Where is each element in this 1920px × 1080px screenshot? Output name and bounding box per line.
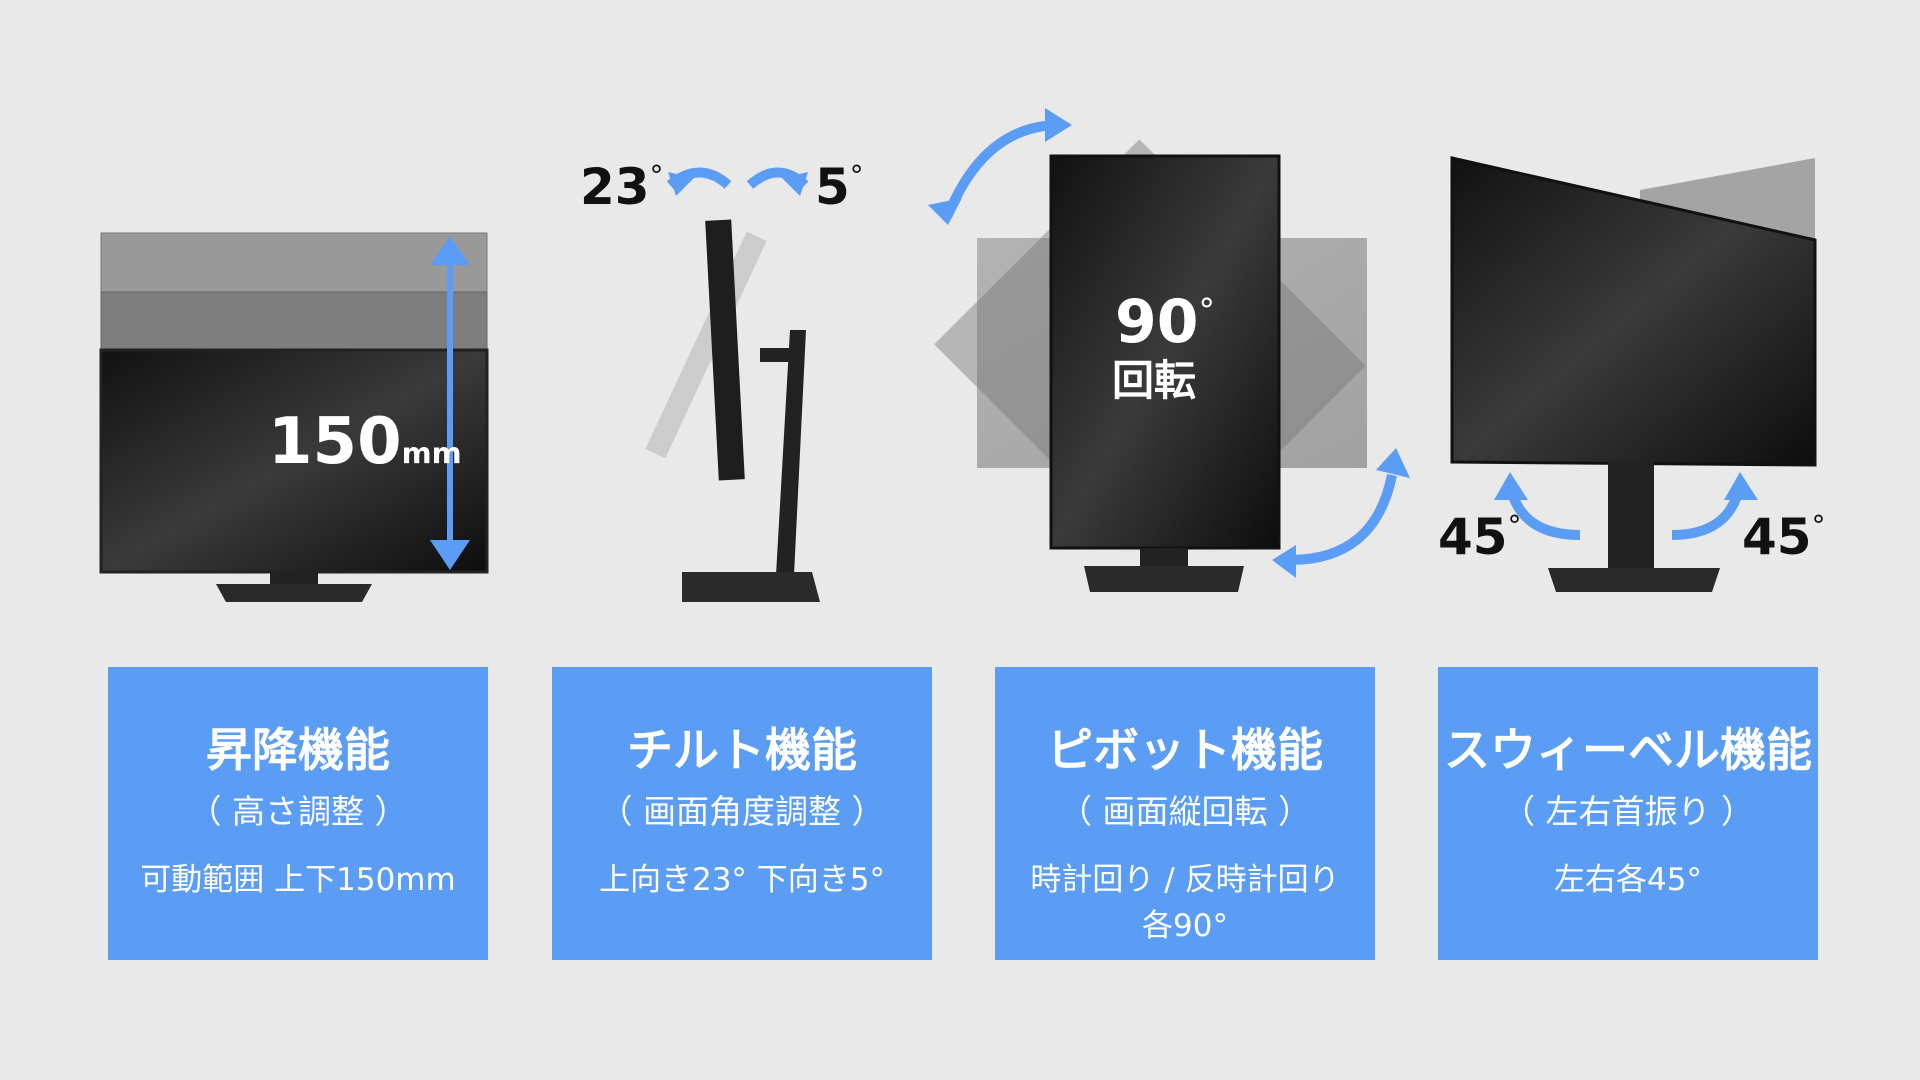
swivel-right-value: 45 bbox=[1742, 508, 1812, 566]
pivot-rotation-label: 回転 bbox=[1112, 360, 1196, 402]
swivel-left-degree: ° bbox=[1507, 510, 1522, 543]
card-swivel-subtitle: （ 左右首振り ） bbox=[1502, 792, 1754, 831]
monitor-illustrations bbox=[99, 108, 1817, 602]
pivot-angle-value: 90 bbox=[1115, 287, 1199, 357]
card-tilt: チルト機能 （ 画面角度調整 ） 上向き23° 下向き5° bbox=[552, 667, 932, 960]
swivel-left-value: 45 bbox=[1438, 508, 1508, 566]
card-swivel-detail: 左右各45° bbox=[1554, 862, 1702, 898]
height-unit: mm bbox=[401, 436, 462, 470]
card-pivot: ピボット機能 （ 画面縦回転 ） 時計回り / 反時計回り 各90° bbox=[995, 667, 1375, 960]
card-height-title: 昇降機能 bbox=[206, 723, 390, 777]
card-height-detail: 可動範囲 上下150mm bbox=[140, 862, 456, 898]
card-tilt-detail: 上向き23° 下向き5° bbox=[598, 862, 886, 898]
pivot-angle-degree: ° bbox=[1198, 290, 1216, 330]
card-tilt-subtitle: （ 画面角度調整 ） bbox=[599, 792, 885, 831]
pivot-cw-arrow-icon bbox=[1289, 474, 1397, 565]
card-pivot-detail: 時計回り / 反時計回り 各90° bbox=[1030, 862, 1340, 944]
tilt-down-value: 5 bbox=[815, 158, 850, 216]
card-height: 昇降機能 （ 高さ調整 ） 可動範囲 上下150mm bbox=[108, 667, 488, 960]
tilt-up-label: 23° bbox=[580, 162, 663, 212]
height-value: 150 bbox=[268, 405, 402, 479]
swivel-monitor-illustration bbox=[1450, 156, 1817, 592]
tilt-up-degree: ° bbox=[649, 160, 664, 193]
pivot-ccw-arrow-icon bbox=[943, 120, 1061, 217]
tilt-monitor-illustration bbox=[645, 167, 820, 602]
pivot-monitor-illustration bbox=[928, 108, 1410, 592]
height-monitor-illustration bbox=[99, 232, 489, 602]
pivot-rotation-text: 回転 bbox=[1112, 356, 1197, 405]
card-tilt-title: チルト機能 bbox=[627, 723, 857, 777]
swivel-right-degree: ° bbox=[1811, 510, 1826, 543]
card-swivel-title: スウィーベル機能 bbox=[1444, 723, 1812, 777]
pivot-angle-label: 90° bbox=[1115, 292, 1215, 352]
swivel-left-label: 45° bbox=[1438, 512, 1521, 562]
card-pivot-subtitle: （ 画面縦回転 ） bbox=[1059, 792, 1311, 831]
tilt-up-value: 23 bbox=[580, 158, 650, 216]
height-value-label: 150mm bbox=[268, 410, 462, 474]
tilt-down-degree: ° bbox=[849, 160, 864, 193]
card-swivel: スウィーベル機能 （ 左右首振り ） 左右各45° bbox=[1438, 667, 1818, 960]
card-height-subtitle: （ 高さ調整 ） bbox=[188, 792, 408, 831]
swivel-right-label: 45° bbox=[1742, 512, 1825, 562]
card-pivot-title: ピボット機能 bbox=[1047, 723, 1323, 777]
tilt-down-label: 5° bbox=[815, 162, 864, 212]
